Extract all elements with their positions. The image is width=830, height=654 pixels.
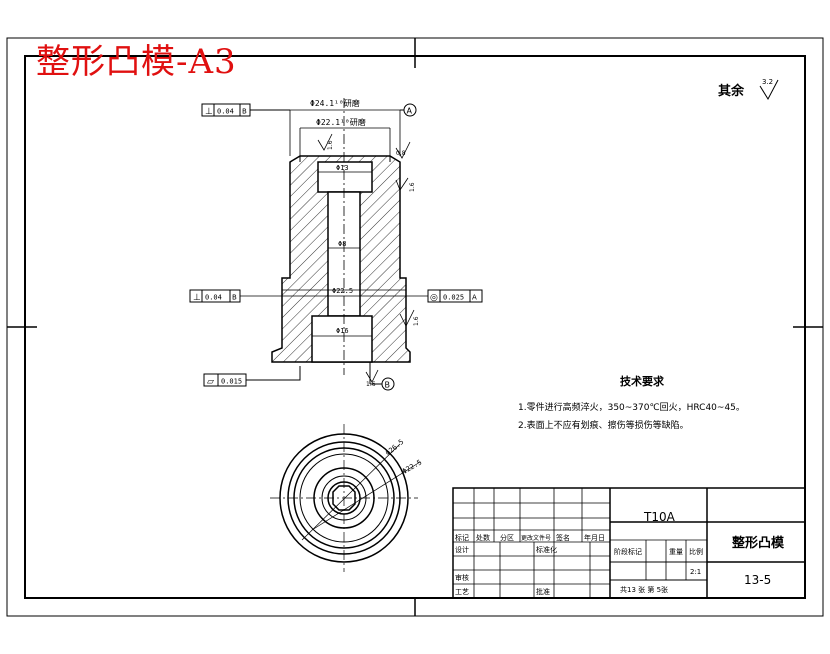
tech-req-item-1: 1.零件进行高频淬火，350~370℃回火，HRC40~45。 [518, 401, 745, 413]
page-title: 整形凸模-A3 [36, 42, 237, 82]
roughness-mark-2: 0.8 [396, 150, 406, 157]
svg-text:设计: 设计 [455, 545, 469, 554]
bottom-view [270, 424, 421, 572]
svg-text:A: A [407, 107, 413, 116]
tol-val-perp-mid: 0.04 [205, 294, 222, 302]
center-bore [327, 191, 361, 317]
roughness-note-label: 其余 [718, 83, 745, 99]
svg-text:审核: 审核 [455, 573, 469, 582]
inner-border [24, 55, 806, 599]
roughness-mark-4: 1.6 [413, 316, 420, 326]
tol-datum-concentric: A [472, 294, 477, 302]
svg-text:年月日: 年月日 [584, 533, 605, 542]
dim-circle-1: Φ26.5 [384, 438, 405, 458]
dim-top-outer: Φ24.1¹⁰研磨 [310, 98, 360, 108]
dim-mid: Φ22.5 [332, 287, 353, 295]
tol-sym-flatness: ▱ [207, 377, 214, 387]
dim-bottom-hole: Φ16 [336, 327, 349, 335]
tol-sym-concentric: ◎ [430, 293, 438, 303]
datum-b: B [369, 362, 395, 391]
outer-border [6, 37, 824, 617]
dimension-lines [240, 109, 444, 337]
svg-text:更改文件号: 更改文件号 [521, 534, 551, 542]
dim-circle-2: Φ22.5 [401, 458, 423, 475]
tol-val-flatness: 0.015 [221, 378, 242, 386]
roughness-note-value: 3.2 [762, 78, 773, 86]
tolerance-frame-flatness [203, 366, 301, 387]
svg-text:B: B [385, 381, 391, 390]
tol-sym-perp-mid: ⊥ [193, 293, 201, 303]
tech-req-item-2: 2.表面上不应有划痕、擦伤等损伤等缺陷。 [518, 419, 689, 431]
title-block [452, 487, 806, 599]
tol-val-perp-top: 0.04 [217, 108, 234, 116]
tol-datum-perp-top: B [242, 108, 247, 116]
svg-text:处数: 处数 [476, 533, 490, 542]
title-block-part-name: 整形凸模 [731, 535, 785, 551]
svg-text:工艺: 工艺 [455, 588, 469, 596]
svg-text:签名: 签名 [556, 533, 570, 542]
tol-datum-perp-mid: B [232, 294, 237, 302]
svg-text:重量: 重量 [669, 548, 683, 556]
tolerance-frame-perp-top [201, 103, 290, 117]
roughness-mark-5: 1.6 [366, 381, 376, 388]
title-block-material: T10A [643, 510, 676, 524]
datum-a: A [400, 103, 417, 117]
title-block-scale: 2:1 [690, 568, 701, 576]
tol-sym-perp-top: ⊥ [205, 107, 213, 117]
bottom-counterbore [311, 315, 373, 363]
tol-val-concentric: 0.025 [443, 294, 464, 302]
roughness-mark-3: 1.6 [409, 182, 416, 192]
svg-text:标准化: 标准化 [536, 545, 557, 554]
title-block-drawing-no: 13-5 [744, 573, 771, 587]
tolerance-frame-perp-mid [189, 289, 241, 303]
tolerance-frame-concentric [427, 289, 483, 303]
title-block-sheets: 共13 张 第 5张 [620, 585, 668, 594]
center-marks [7, 38, 823, 616]
tech-req-heading: 技术要求 [620, 374, 665, 388]
svg-text:标记: 标记 [455, 533, 469, 542]
title-block-text: 标记 处数 分区 更改文件号 签名 年月日 设计 标准化 审核 工艺 批准 T1… [455, 510, 785, 596]
dim-hole-top: Φ13 [336, 164, 349, 172]
svg-text:阶段标记: 阶段标记 [614, 547, 642, 556]
dim-top-inner: Φ22.1¹⁰研磨 [316, 117, 366, 127]
roughness-note: 其余 3.2 [718, 78, 779, 101]
svg-text:分区: 分区 [500, 533, 514, 542]
roughness-marks [317, 133, 415, 383]
svg-text:批准: 批准 [536, 587, 550, 596]
dim-bore: Φ8 [338, 240, 346, 248]
svg-text:比例: 比例 [689, 547, 703, 556]
part-section-view [271, 98, 411, 375]
roughness-mark-1: 1.6 [327, 140, 334, 150]
